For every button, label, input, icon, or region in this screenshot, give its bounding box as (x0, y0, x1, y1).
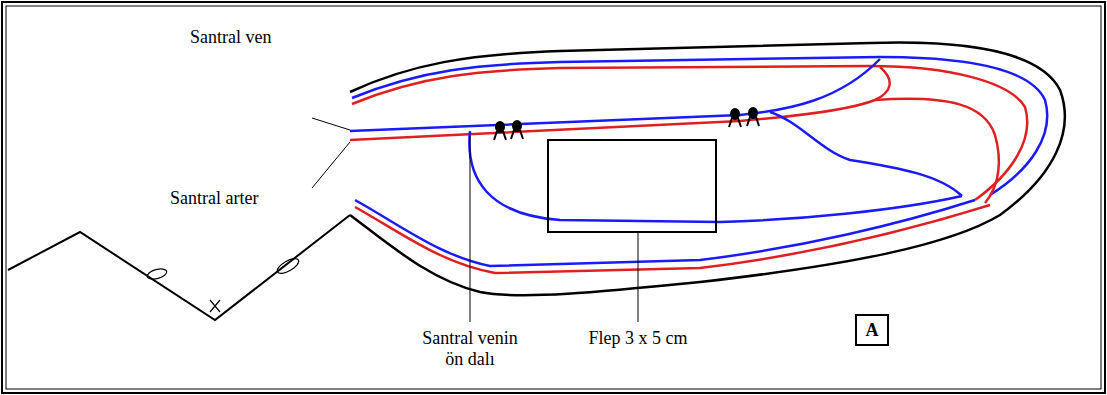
artery (352, 66, 1027, 200)
figure-label-box: A (855, 314, 889, 346)
leader-line (312, 118, 350, 130)
central-vein (350, 59, 880, 131)
central-artery (350, 67, 890, 140)
part-label: Santral arter (170, 188, 258, 209)
inner-frame (6, 6, 1101, 389)
leader-line (312, 142, 350, 188)
artery (355, 205, 990, 273)
vein-branch (770, 112, 962, 196)
part-label: Flep 3 x 5 cm (589, 328, 688, 349)
part-label: Santral ven (190, 27, 271, 48)
artery-branch (875, 99, 999, 203)
figure-letter: A (866, 320, 879, 340)
part-label: Santral venin ön dalı (415, 328, 525, 370)
ear-outline (350, 43, 1065, 296)
eye-mark (275, 256, 301, 277)
leader-line (638, 232, 639, 322)
leader-line (470, 136, 471, 322)
eye-mark (146, 267, 168, 281)
flap-rectangle (548, 140, 716, 232)
nose-mark (210, 300, 220, 312)
head-outline (8, 215, 350, 320)
ligature-symbol (494, 108, 759, 140)
